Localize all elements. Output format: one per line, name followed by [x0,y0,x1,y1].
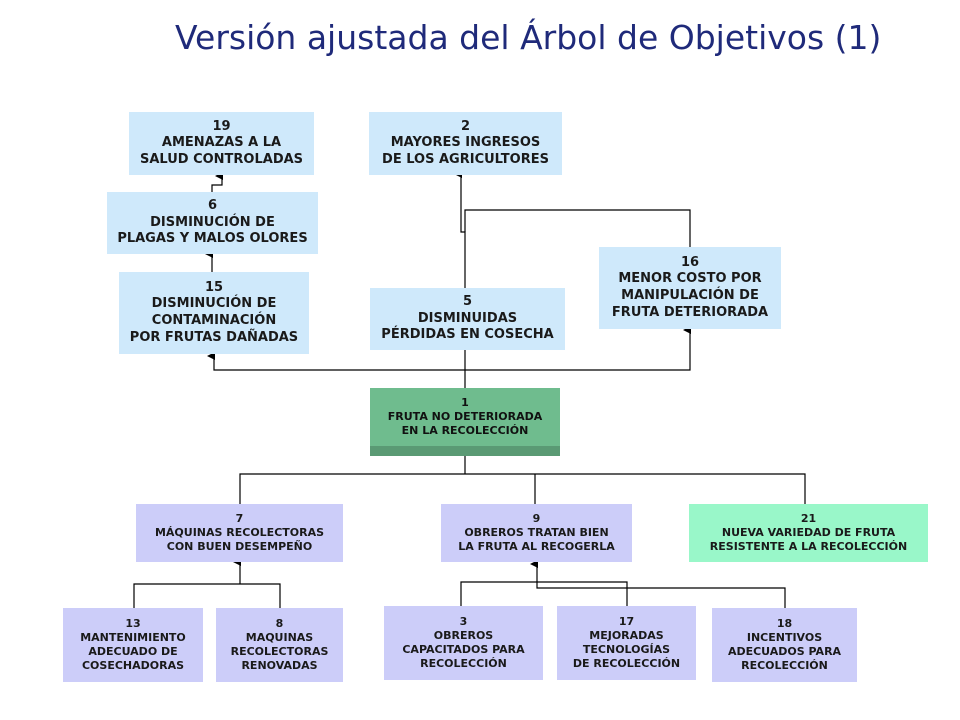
means-7: 7 MÁQUINAS RECOLECTORAS CON BUEN DESEMPE… [136,504,343,562]
connector-1-16 [465,326,691,371]
connector-16-2 [464,209,691,247]
means-3: 3 OBREROS CAPACITADOS PARA RECOLECCIÓN [384,606,543,680]
central-objective-1: 1 FRUTA NO DETERIORADA EN LA RECOLECCIÓN [370,388,560,446]
means-9: 9 OBREROS TRATAN BIEN LA FRUTA AL RECOGE… [441,504,632,562]
means-8: 8 MAQUINAS RECOLECTORAS RENOVADAS [216,608,343,682]
objective-15: 15 DISMINUCIÓN DE CONTAMINACIÓN POR FRUT… [119,272,309,354]
connector-7-1 [239,473,806,504]
means-17: 17 MEJORADAS TECNOLOGÍAS DE RECOLECCIÓN [557,606,696,680]
objective-6: 6 DISMINUCIÓN DE PLAGAS Y MALOS OLORES [107,192,318,254]
connector-5-2 [454,170,466,288]
connector-6-19 [211,172,223,192]
objective-2: 2 MAYORES INGRESOS DE LOS AGRICULTORES [369,112,562,175]
page-title: Versión ajustada del Árbol de Objetivos … [175,18,882,57]
objective-5: 5 DISMINUIDAS PÉRDIDAS EN COSECHA [370,288,565,350]
connector-13-7 [133,583,281,608]
connector-18-9 [536,582,786,608]
connector-3-9 [460,581,628,606]
means-18: 18 INCENTIVOS ADECUADOS PARA RECOLECCIÓN [712,608,857,682]
connector-1-15 [207,352,465,371]
objective-16: 16 MENOR COSTO POR MANIPULACIÓN DE FRUTA… [599,247,781,329]
objective-19: 19 AMENAZAS A LA SALUD CONTROLADAS [129,112,314,175]
means-21: 21 NUEVA VARIEDAD DE FRUTA RESISTENTE A … [689,504,928,562]
means-13: 13 MANTENIMIENTO ADECUADO DE COSECHADORA… [63,608,203,682]
